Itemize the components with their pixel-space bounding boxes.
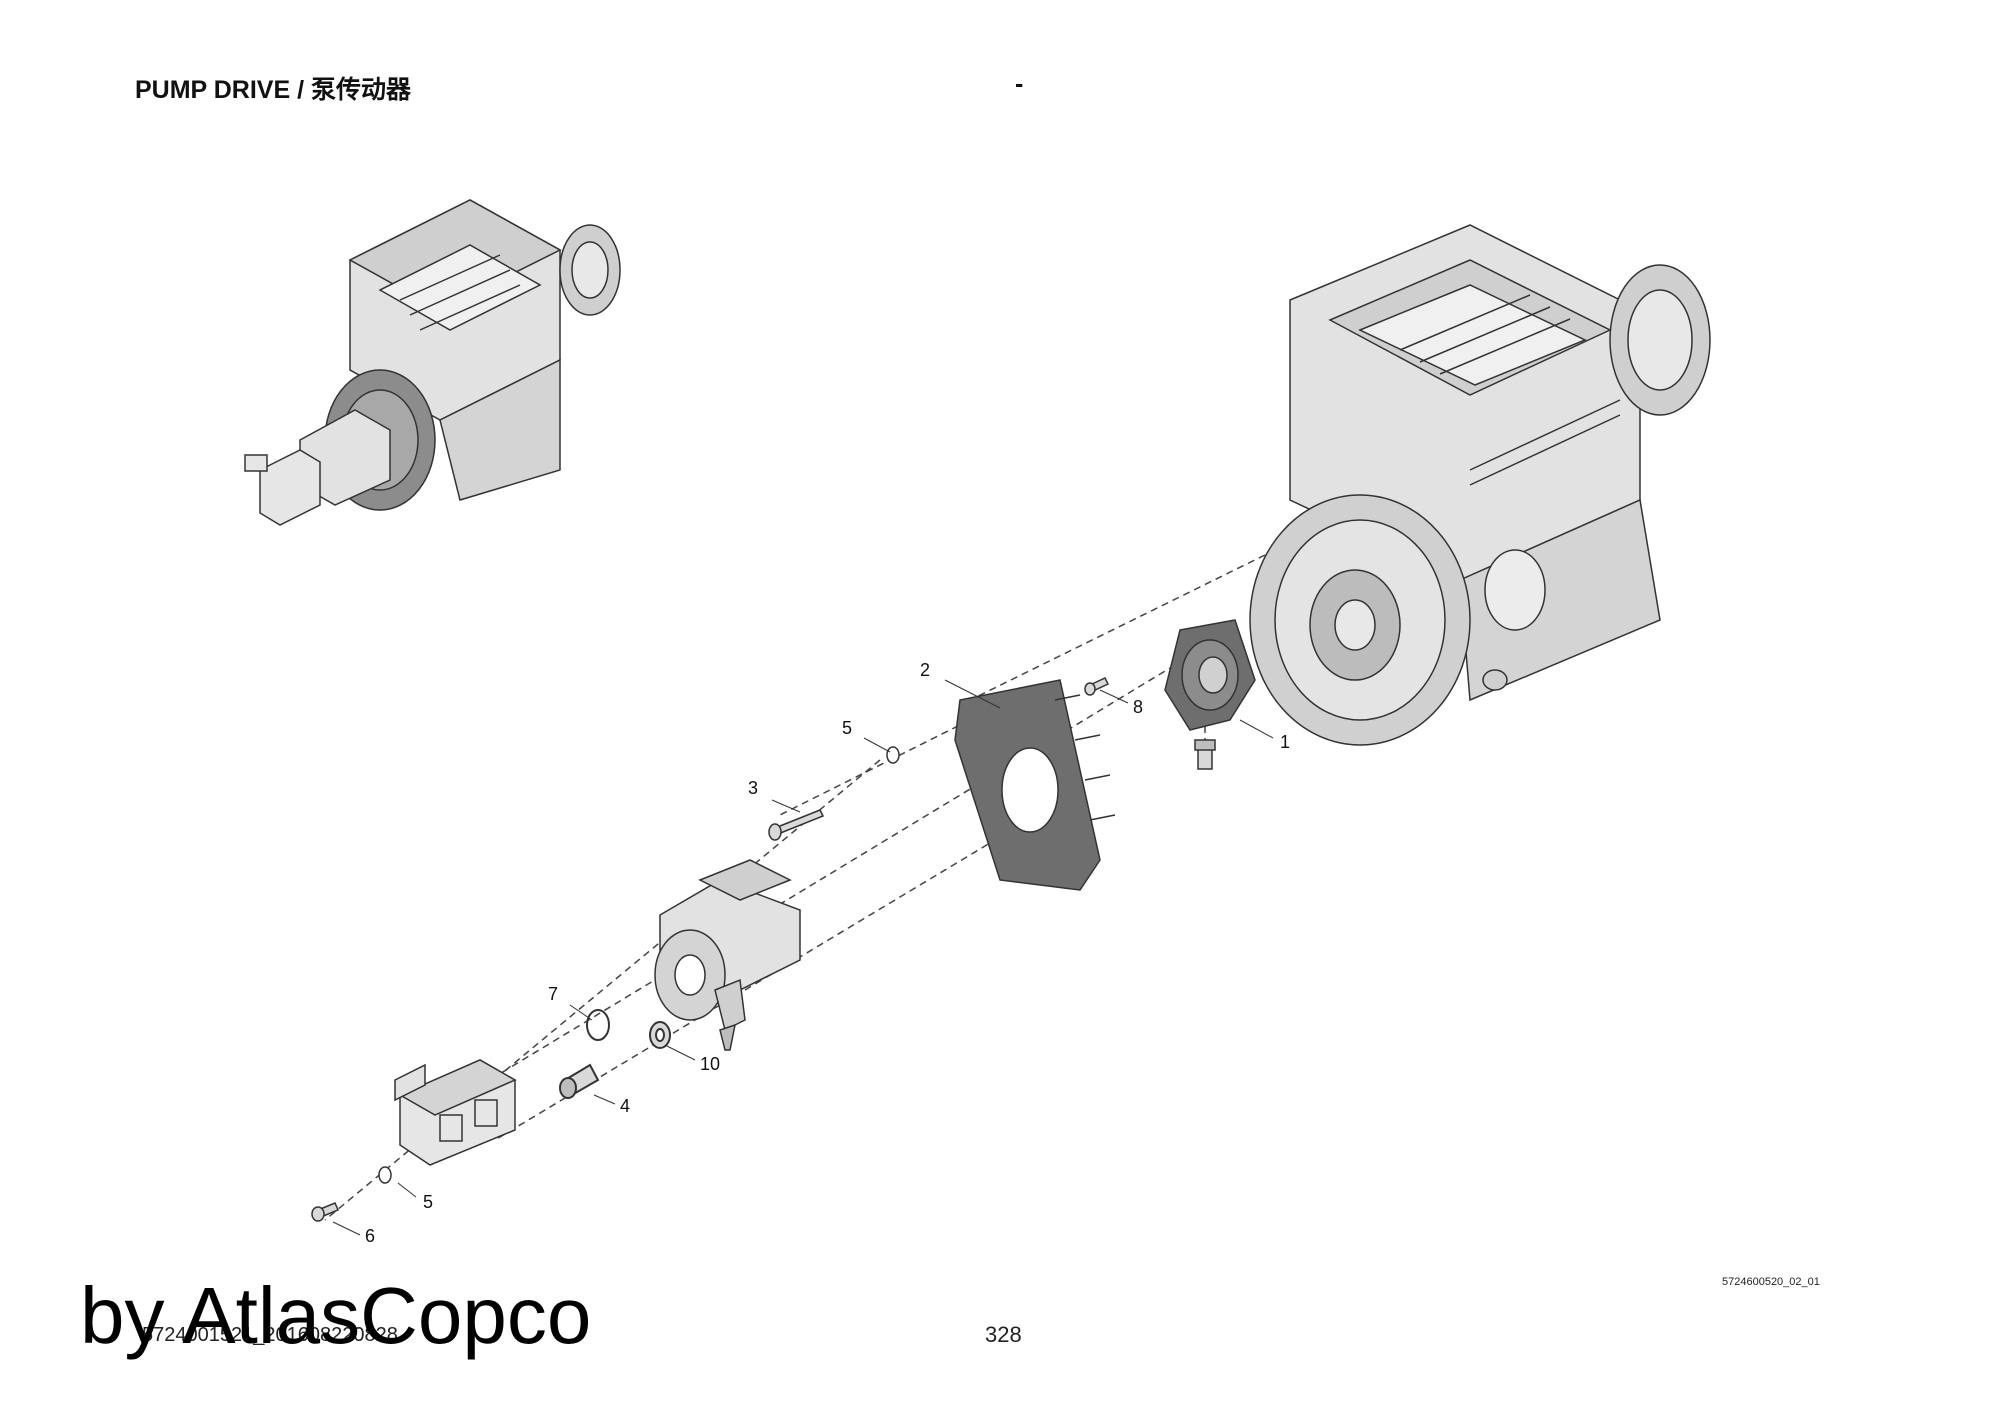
part-adapter-plate [954, 679, 1116, 891]
document-id: 5724001521_201608220828 [142, 1324, 398, 1346]
page-title: PUMP DRIVE / 泵传动器 [135, 76, 411, 104]
part-hydraulic-pump [654, 859, 801, 1051]
callout-10: 10 [700, 1054, 720, 1074]
page-number: 328 [985, 1322, 1022, 1347]
watermark: by AtlasCopco [80, 1271, 592, 1360]
callout-6: 6 [365, 1226, 375, 1246]
part-motor-block [394, 1059, 517, 1166]
callout-4: 4 [620, 1096, 630, 1116]
part-coupling [1164, 619, 1256, 770]
callout-2: 2 [920, 660, 930, 680]
callout-7: 7 [548, 984, 558, 1004]
callout-8: 8 [1133, 697, 1143, 717]
leader-lines [332, 679, 1274, 1236]
part-seals [559, 1009, 671, 1099]
header-dash: - [1015, 70, 1024, 98]
callout-5-lower: 5 [423, 1192, 433, 1212]
callout-1: 1 [1280, 732, 1290, 752]
overview-engine-illustration [244, 199, 621, 526]
callout-5-upper: 5 [842, 718, 852, 738]
engine-illustration [1249, 224, 1711, 746]
drawing-reference-code: 5724600520_02_01 [1722, 1276, 1820, 1288]
part-fasteners [311, 677, 1110, 1222]
callout-3: 3 [748, 778, 758, 798]
